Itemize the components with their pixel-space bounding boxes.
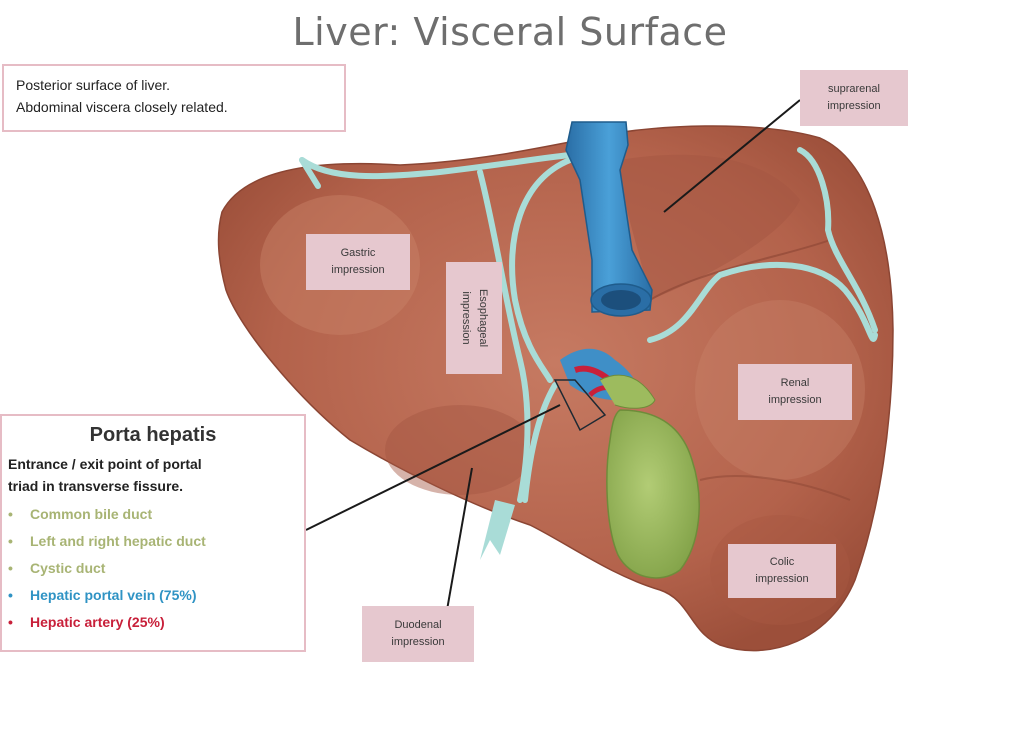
porta-hepatis-description: Entrance / exit point of portal triad in… [8,456,202,494]
gallbladder [606,409,700,579]
suprarenal-pointer [663,99,801,213]
porta-hepatis-vessels [553,348,656,432]
porta-hepatis-box: Porta hepatis Entrance / exit point of p… [0,414,306,652]
porta-hepatis-list: •Common bile duct •Left and right hepati… [8,501,298,636]
page-title: Liver: Visceral Surface [292,10,728,54]
list-item: •Hepatic artery (25%) [8,614,165,630]
porta-hepatis-title: Porta hepatis [89,424,217,446]
esophageal-impression-label: Esophageal impression [446,262,502,374]
note-line-1: Posterior surface of liver. [16,77,171,93]
posterior-surface-note: Posterior surface of liver. Abdominal vi… [2,64,346,132]
list-item: •Left and right hepatic duct [8,533,206,549]
gastric-impression-label: Gastric impression [306,234,410,290]
note-line-2: Abdominal viscera closely related. [16,99,228,115]
list-item: •Cystic duct [8,560,106,576]
renal-impression-label: Renal impression [738,364,852,420]
colic-impression-label: Colic impression [728,544,836,598]
list-item: •Hepatic portal vein (75%) [8,587,197,603]
porta-pointer [305,404,561,531]
inferior-vena-cava [565,121,653,317]
suprarenal-impression-label: suprarenal impression [800,70,908,126]
list-item: •Common bile duct [8,506,153,522]
duodenal-pointer [446,467,473,611]
ligament-lines [299,147,878,503]
duodenal-impression-label: Duodenal impression [362,606,474,662]
